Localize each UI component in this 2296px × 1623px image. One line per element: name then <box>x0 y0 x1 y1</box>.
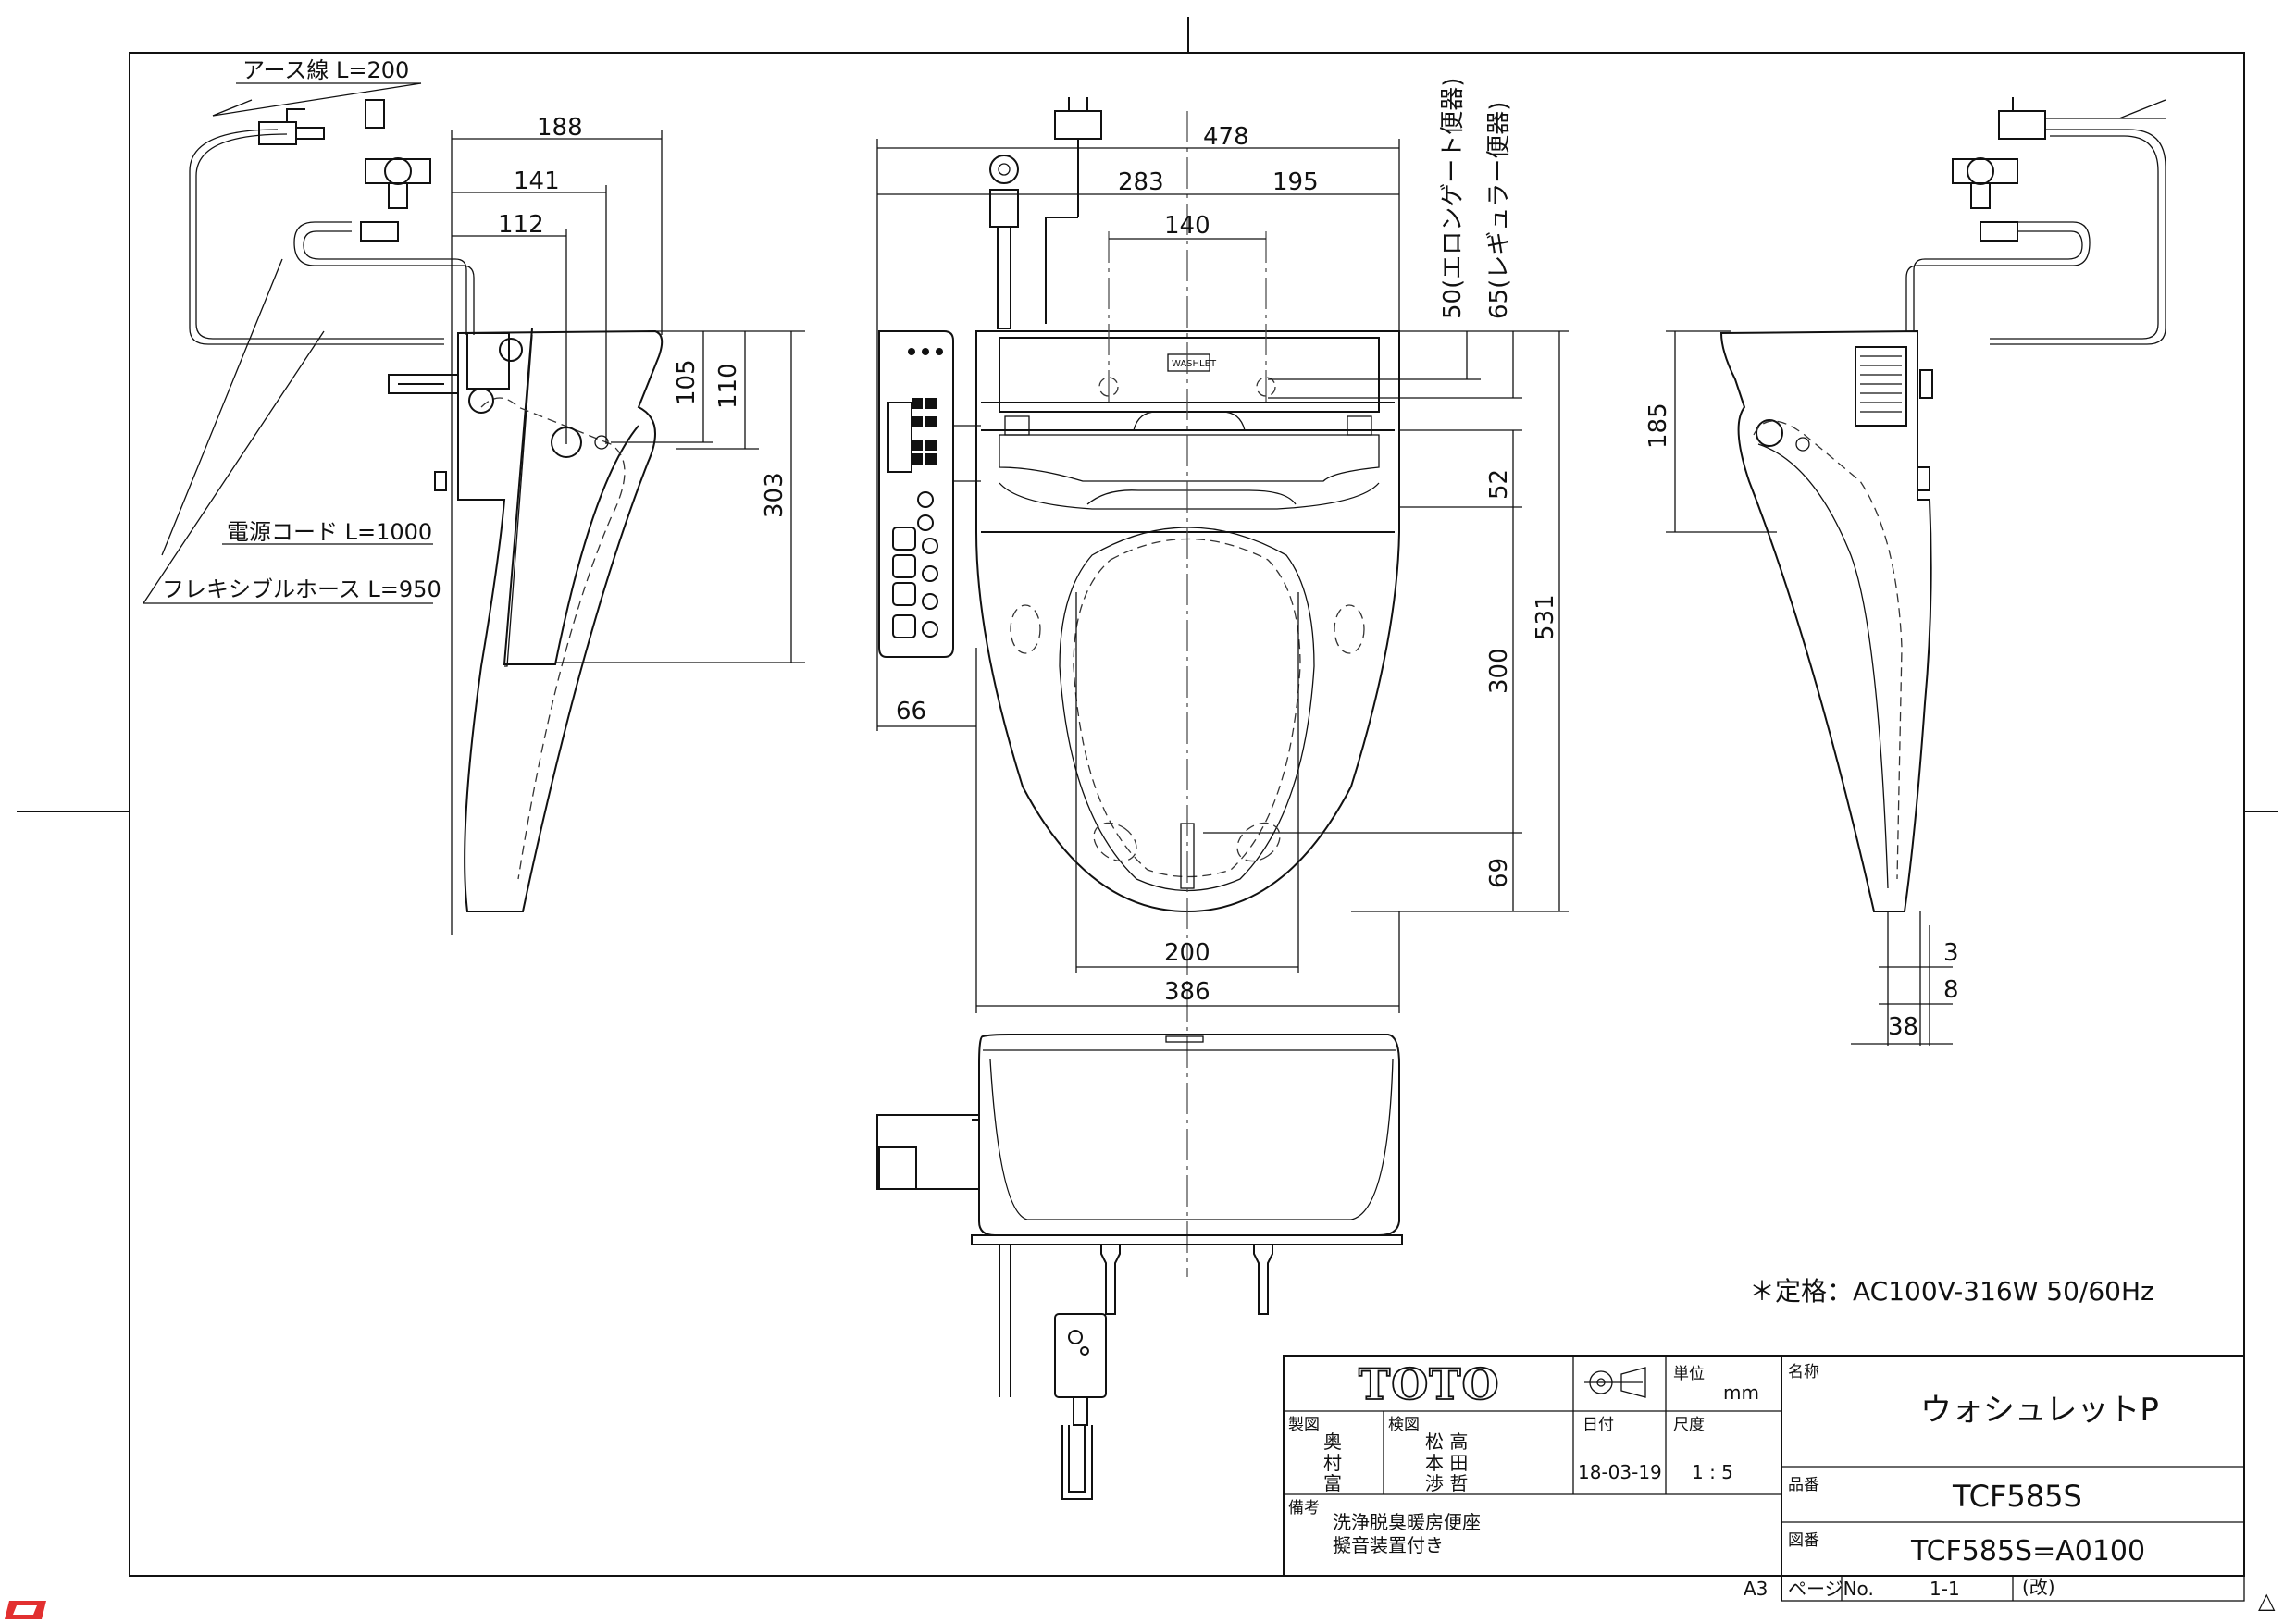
note-1: 洗浄脱臭暖房便座 <box>1333 1511 1481 1533</box>
left-side-view: アース線 L=200 電源コード L=1000 フレキシブルホース L=950 <box>143 57 805 935</box>
dim-531: 531 <box>1532 594 1559 640</box>
page-value: 1-1 <box>1930 1578 1960 1600</box>
drawn-name-2: 村 <box>1323 1452 1342 1474</box>
dim-300: 300 <box>1485 648 1513 694</box>
note-2: 擬音装置付き <box>1333 1534 1444 1556</box>
dim-386: 386 <box>1164 978 1210 1006</box>
scale-value: 1 : 5 <box>1692 1461 1733 1483</box>
power-cord-label: 電源コード L=1000 <box>227 519 432 545</box>
checked-label: 検図 <box>1388 1416 1420 1434</box>
dim-110: 110 <box>714 363 742 409</box>
flex-hose-label: フレキシブルホース L=950 <box>162 576 441 602</box>
dim-141: 141 <box>514 167 560 195</box>
part-value: TCF585S <box>1952 1479 2082 1514</box>
dim-3: 3 <box>1943 939 1959 967</box>
top-view: WASHLET <box>876 78 1569 1277</box>
dim-8: 8 <box>1943 976 1959 1004</box>
dim-69: 69 <box>1485 858 1513 888</box>
part-label: 品番 <box>1788 1476 1819 1494</box>
dim-283: 283 <box>1118 168 1164 196</box>
drawn-label: 製図 <box>1288 1416 1320 1434</box>
checked-name-3: 渉 哲 <box>1425 1472 1468 1494</box>
earth-wire-label: アース線 L=200 <box>242 57 409 83</box>
page-label: ページNo. <box>1788 1578 1874 1600</box>
checked-name-1: 松 高 <box>1425 1431 1468 1453</box>
dim-50: 50(エロンゲート便器) <box>1439 78 1467 319</box>
dim-105: 105 <box>673 359 701 405</box>
name-label: 名称 <box>1788 1363 1819 1381</box>
unit-label: 単位 <box>1673 1365 1705 1383</box>
dim-112: 112 <box>498 211 544 239</box>
dim-140: 140 <box>1164 212 1210 240</box>
checked-name-2: 本 田 <box>1425 1452 1468 1474</box>
revision-label: (改) <box>2022 1576 2055 1598</box>
name-value: ウォシュレットP <box>1920 1392 2159 1429</box>
notes-label: 備考 <box>1288 1499 1320 1518</box>
unit-value: mm <box>1723 1381 1759 1404</box>
front-view <box>876 1034 1403 1500</box>
revision-mark: △ <box>2258 1588 2276 1614</box>
dim-52: 52 <box>1485 469 1513 500</box>
date-value: 18-03-19 <box>1578 1461 1662 1483</box>
washlet-badge <box>1167 353 1210 372</box>
title-block: TOTO 単位 mm 製図 奥 村 富 検図 松 高 本 田 渉 哲 日付 18… <box>1283 1355 2245 1602</box>
toto-logo: TOTO <box>1359 1359 1500 1409</box>
dim-65: 65(レギュラー便器) <box>1485 102 1513 319</box>
sheet-border <box>129 52 2245 1577</box>
right-side-view: 185 3 8 38 <box>1644 97 2166 1046</box>
date-label: 日付 <box>1582 1416 1614 1434</box>
dim-478: 478 <box>1203 123 1249 151</box>
washlet-badge-text: WASHLET <box>1172 359 1217 369</box>
dim-303: 303 <box>761 472 788 518</box>
drawing-label: 図番 <box>1788 1531 1819 1550</box>
drawn-name-3: 富 <box>1323 1472 1342 1494</box>
drawing-value: TCF585S=A0100 <box>1910 1535 2145 1567</box>
scale-label: 尺度 <box>1673 1416 1705 1434</box>
corner-logo-icon <box>5 1601 46 1619</box>
dim-195: 195 <box>1272 168 1319 196</box>
projection-symbol-icon <box>1584 1367 1646 1398</box>
dim-66: 66 <box>896 698 926 725</box>
dim-200: 200 <box>1164 939 1210 967</box>
rating-text: ＊定格：AC100V-316W 50/60Hz <box>1749 1276 2154 1307</box>
dim-188: 188 <box>537 114 583 142</box>
dim-185: 185 <box>1644 403 1672 449</box>
drawn-name-1: 奥 <box>1323 1431 1342 1453</box>
sheet-size: A3 <box>1744 1578 1768 1600</box>
dim-38: 38 <box>1888 1013 1918 1041</box>
